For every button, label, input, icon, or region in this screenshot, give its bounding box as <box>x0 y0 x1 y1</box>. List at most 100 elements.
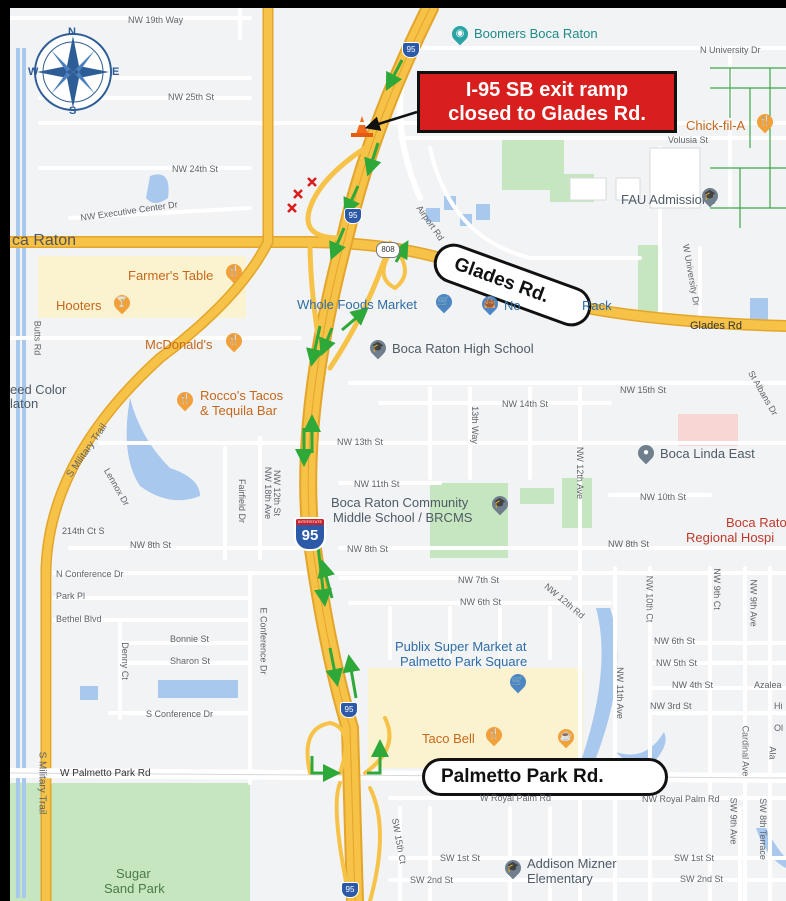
nordstrom-label-b[interactable]: Rack <box>582 298 612 313</box>
chickfila-label[interactable]: Chick-fil-A <box>686 118 746 133</box>
roccos-pin-icon[interactable]: 🍴 <box>173 388 197 412</box>
sugar-sand-label-2[interactable]: Sand Park <box>104 881 165 896</box>
commercial <box>38 256 583 768</box>
street-nw8th-c: NW 8th St <box>608 539 650 549</box>
street-park-pl: Park Pl <box>56 591 86 601</box>
taco-bell-pin-icon[interactable]: 🍴 <box>482 723 506 747</box>
street-fairfield: Fairfield Dr <box>237 478 248 524</box>
street-nw8th-b: NW 8th St <box>347 544 389 554</box>
street-sw2nd-b: SW 2nd St <box>680 874 724 884</box>
nordstrom-label-a[interactable]: No <box>504 298 521 313</box>
publix-pin-icon[interactable]: 🛒 <box>506 670 530 694</box>
street-e-conf: E Conference Dr <box>258 607 269 675</box>
boca-high-pin-icon[interactable]: 🎓 <box>366 336 390 360</box>
school-grounds <box>430 483 508 558</box>
boca-high-label[interactable]: Boca Raton High School <box>392 341 534 356</box>
interstate-band: INTERSTATE <box>296 519 324 525</box>
compass-e: E <box>112 66 120 78</box>
farmers-table-pin-icon[interactable]: 🍴 <box>222 260 246 284</box>
farmers-table-label[interactable]: Farmer's Table <box>128 268 214 283</box>
street-nw4th: NW 4th St <box>672 680 714 690</box>
street-n-univ: N University Dr <box>700 45 761 55</box>
fau-buildings <box>569 147 701 209</box>
street-cardinal: Cardinal Ave <box>740 725 751 777</box>
street-ol: Ol <box>774 723 783 733</box>
street-nw11th-ave: NW 11th Ave <box>614 667 625 719</box>
chickfila-pin-icon[interactable]: 🍴 <box>753 110 777 134</box>
street-nw15th: NW 15th St <box>620 385 667 395</box>
street-nw7th: NW 7th St <box>458 575 500 585</box>
hooters-pin-icon[interactable]: 🍸 <box>110 291 134 315</box>
street-nw10th: NW 10th St <box>640 492 687 502</box>
publix-label-2[interactable]: Palmetto Park Square <box>400 654 528 669</box>
boomers-label[interactable]: Boomers Boca Raton <box>474 26 598 41</box>
boomers-pin-icon[interactable]: ◉ <box>448 22 472 46</box>
compass-n: N <box>68 26 76 38</box>
sugar-sand-label-1[interactable]: Sugar <box>116 866 151 881</box>
field-1 <box>562 478 592 528</box>
street-sw9th: SW 9th Ave <box>728 797 739 845</box>
i95-shield-top: 95 <box>402 42 420 58</box>
addison-label-1[interactable]: Addison Mizner <box>527 856 617 871</box>
street-nw8th-a: NW 8th St <box>130 540 172 550</box>
map-canvas[interactable]: N S W E 95 95 INTERSTATE 95 95 95 808 I-… <box>10 8 786 901</box>
street-nw24th: NW 24th St <box>172 164 219 174</box>
middle-school-label-2[interactable]: Middle School / BRCMS <box>333 510 473 525</box>
street-bethel: Bethel Blvd <box>56 614 102 624</box>
street-nw14th: NW 14th St <box>502 399 549 409</box>
street-nw5th: NW 5th St <box>656 658 698 668</box>
cafe-pin-icon[interactable]: ☕ <box>554 725 578 749</box>
street-sharon: Sharon St <box>170 656 211 666</box>
roccos-label-2[interactable]: & Tequila Bar <box>200 403 278 418</box>
hooters-label[interactable]: Hooters <box>56 298 102 313</box>
roccos-label-1[interactable]: Rocco's Tacos <box>200 388 284 403</box>
street-nw-royal: NW Royal Palm Rd <box>642 794 720 804</box>
street-nw10th-ct: NW 10th Ct <box>644 575 655 623</box>
street-nw25th: NW 25th St <box>168 92 215 102</box>
fau-label[interactable]: FAU Admissions <box>621 192 716 207</box>
interstate-number: 95 <box>301 527 319 544</box>
street-volusia: Volusia St <box>668 135 709 145</box>
street-nw12th-ave: NW 12th Ave <box>575 446 586 500</box>
addison-pin-icon[interactable]: 🎓 <box>501 856 525 880</box>
closure-marks <box>287 177 317 213</box>
regional-hospital-label-2[interactable]: Regional Hospi <box>686 530 775 545</box>
boca-linda-label[interactable]: Boca Linda East <box>660 446 755 461</box>
seed-color-label-1: eed Color <box>10 382 67 397</box>
street-hi: Hi <box>774 701 783 711</box>
middle-school-label-1[interactable]: Boca Raton Community <box>331 495 469 510</box>
street-nw11th: NW 11th St <box>354 479 400 489</box>
street-denny: Denny Ct <box>119 642 130 680</box>
field-2 <box>520 488 554 504</box>
addison-label-2[interactable]: Elementary <box>527 871 593 886</box>
nordstrom-pin-icon[interactable]: 👜 <box>478 292 502 316</box>
hospital-area <box>678 414 738 446</box>
street-w-palmetto: W Palmetto Park Rd <box>60 768 151 779</box>
whole-foods-pin-icon[interactable]: 🛒 <box>432 290 456 314</box>
publix-label-1[interactable]: Publix Super Market at <box>395 639 527 654</box>
street-n-conf: N Conference Dr <box>56 569 124 579</box>
closure-callout: I-95 SB exit ramp closed to Glades Rd. <box>417 71 677 133</box>
sr808-shield: 808 <box>376 242 400 258</box>
street-glades: Glades Rd <box>690 320 742 332</box>
street-s-conf: S Conference Dr <box>146 709 214 719</box>
i95-shield-large: INTERSTATE 95 <box>294 517 326 551</box>
taco-bell-label[interactable]: Taco Bell <box>422 731 475 746</box>
regional-hospital-label-1[interactable]: Boca Rato <box>726 515 786 530</box>
street-nw19th: NW 19th Way <box>128 15 184 25</box>
middle-school-pin-icon[interactable]: 🎓 <box>488 492 512 516</box>
street-sw1st-b: SW 1st St <box>674 853 715 863</box>
i95-shield-bottom: 95 <box>341 882 359 898</box>
compass-w: W <box>28 66 39 78</box>
city-label-boca-raton: ca Raton <box>12 232 77 249</box>
fau-pin-icon[interactable]: 🎓 <box>698 184 722 208</box>
whole-foods-label[interactable]: Whole Foods Market <box>297 297 417 312</box>
mcdonalds-label[interactable]: McDonald's <box>145 337 213 352</box>
street-nw9th-ave: NW 9th Ave <box>748 579 759 627</box>
mcdonalds-pin-icon[interactable]: 🍴 <box>222 329 246 353</box>
street-sw2nd: SW 2nd St <box>410 875 454 885</box>
callout-line-2: closed to Glades Rd. <box>448 103 646 125</box>
boca-linda-pin-icon[interactable]: ● <box>634 441 658 465</box>
water <box>16 48 786 898</box>
